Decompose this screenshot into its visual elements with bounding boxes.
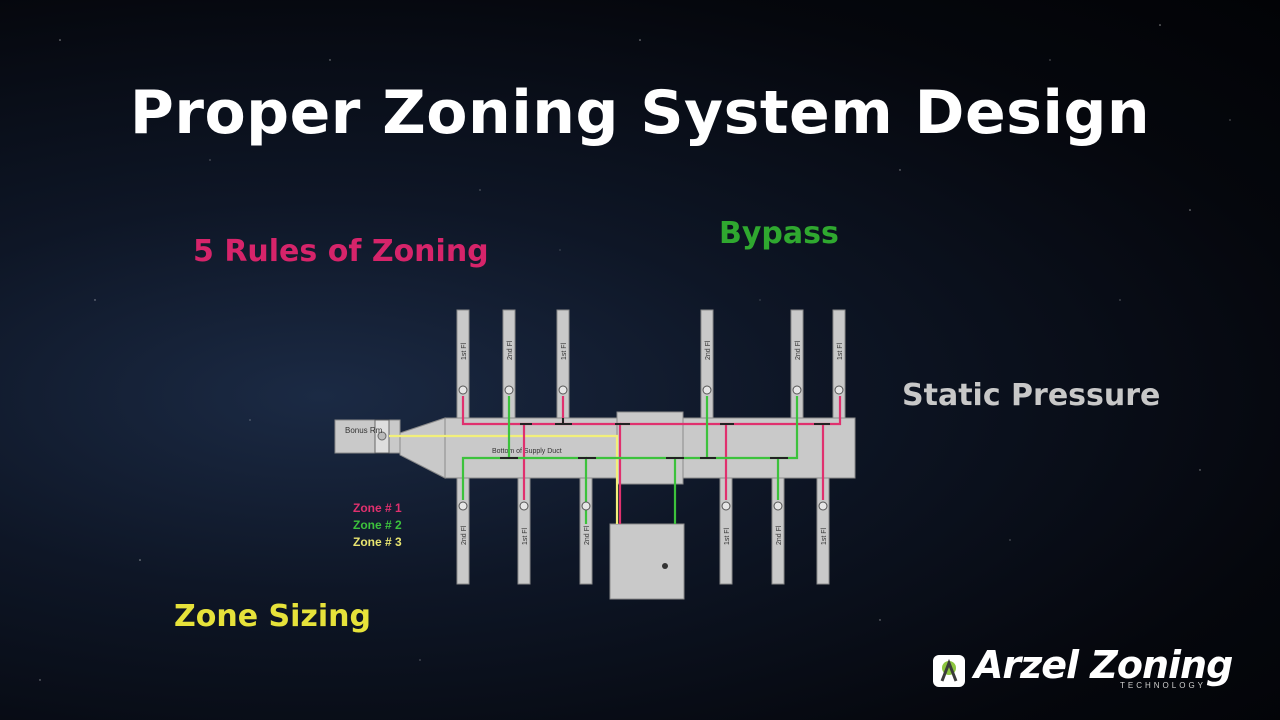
damper-icon: [834, 385, 844, 395]
rules-of-zoning-label: 5 Rules of Zoning: [193, 234, 489, 269]
bottom-branch-label: 1st Fl: [821, 527, 828, 545]
damper-icon: [458, 385, 468, 395]
static-pressure-label: Static Pressure: [902, 378, 1161, 413]
zone-1-legend: Zone # 1: [353, 501, 402, 515]
bonus-room-damper: [374, 419, 390, 454]
damper-icon: [504, 385, 514, 395]
top-branch-label: 2nd Fl: [795, 340, 802, 360]
top-branch-label: 1st Fl: [461, 342, 468, 360]
air-handler-plenum: [616, 411, 684, 485]
damper-icon: [519, 501, 529, 511]
zone-3-wire: [389, 434, 619, 524]
zone-2-legend: Zone # 2: [353, 518, 402, 532]
page-title: Proper Zoning System Design: [129, 78, 1151, 148]
damper-icon: [792, 385, 802, 395]
zone-3-legend: Zone # 3: [353, 535, 402, 549]
control-panel-box: [609, 523, 685, 600]
bottom-branch-label: 2nd Fl: [584, 525, 591, 545]
zone-sizing-label: Zone Sizing: [174, 599, 371, 634]
damper-icon: [558, 385, 568, 395]
bottom-of-supply-duct-label: Bottom of Supply Duct: [492, 448, 562, 455]
zone-2-wire: [461, 456, 588, 524]
logo-wordmark: Arzel Zoning: [974, 643, 1233, 687]
bottom-branch-label: 1st Fl: [724, 527, 731, 545]
arzel-logo-icon: [933, 655, 965, 687]
bottom-branch-label: 1st Fl: [522, 527, 529, 545]
damper-icon: [773, 501, 783, 511]
top-branch-label: 2nd Fl: [705, 340, 712, 360]
bonus-room-label: Bonus Rm: [345, 426, 383, 435]
damper-icon: [581, 501, 591, 511]
damper-icon: [702, 385, 712, 395]
zone-1-wire: [620, 396, 842, 426]
zone-1-wire: [461, 396, 622, 524]
damper-icon: [721, 501, 731, 511]
zone-legend: Zone # 1 Zone # 2 Zone # 3: [353, 500, 402, 551]
top-branch-label: 1st Fl: [561, 342, 568, 360]
top-branch-label: 2nd Fl: [507, 340, 514, 360]
logo-tagline: TECHNOLOGY: [1120, 681, 1207, 690]
damper-icon: [458, 501, 468, 511]
top-branch-label: 1st Fl: [837, 342, 844, 360]
arzel-zoning-logo: Arzel Zoning TECHNOLOGY: [930, 643, 1240, 695]
left-transition-duct: [399, 417, 446, 479]
damper-icon: [818, 501, 828, 511]
bottom-branch-label: 2nd Fl: [776, 525, 783, 545]
panel-knob: [662, 563, 668, 569]
bypass-label: Bypass: [719, 216, 839, 251]
zone-2-wire: [586, 396, 799, 460]
bottom-branch-label: 2nd Fl: [461, 525, 468, 545]
